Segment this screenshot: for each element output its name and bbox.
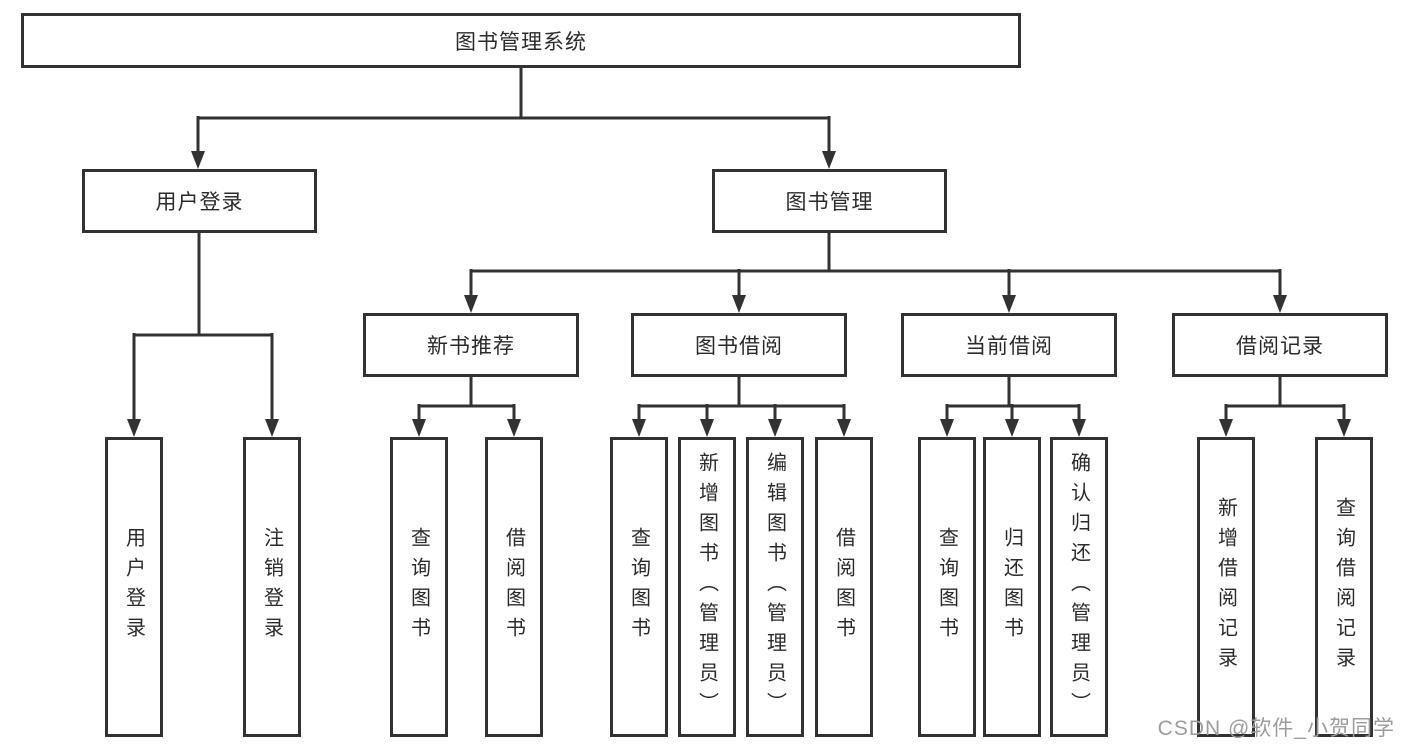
leaf-borrow-add-admin-label: 新增图书（管理员） (695, 452, 718, 722)
leaf-newbook-query-label: 查询图书 (407, 527, 430, 647)
arrowhead-icon (700, 419, 714, 437)
arrowhead-icon (837, 419, 851, 437)
node-book-borrowing-label: 图书借阅 (695, 335, 783, 358)
connector-root-to-level1 (196, 66, 831, 152)
arrowhead-icon (265, 419, 279, 437)
arrowhead-icon (632, 419, 646, 437)
arrowhead-icon (412, 419, 426, 437)
leaf-current-confirm-admin: 确认归还（管理员） (1050, 437, 1108, 737)
node-root: 图书管理系统 (21, 13, 1021, 68)
leaf-borrow-add-admin: 新增图书（管理员） (678, 437, 736, 737)
leaf-current-return-label: 归还图书 (1000, 527, 1023, 647)
connector-userlogin-to-leaves (132, 231, 274, 420)
watermark: CSDN @软件_小贺同学 (1157, 717, 1395, 740)
leaf-current-return: 归还图书 (983, 437, 1041, 737)
leaf-logout: 注销登录 (243, 437, 301, 737)
node-borrowing-records-label: 借阅记录 (1236, 335, 1324, 358)
leaf-newbook-borrow-label: 借阅图书 (502, 527, 525, 647)
node-user-login-label: 用户登录 (155, 191, 244, 214)
connector-bookmgmt-to-level2 (469, 231, 1282, 296)
node-current-borrowing-label: 当前借阅 (965, 335, 1053, 358)
leaf-user-login-label: 用户登录 (122, 527, 145, 647)
leaf-records-query: 查询借阅记录 (1315, 437, 1373, 737)
arrowhead-icon (768, 419, 782, 437)
arrowhead-icon (1273, 295, 1287, 313)
leaf-current-confirm-admin-label: 确认归还（管理员） (1067, 452, 1090, 722)
arrowhead-icon (732, 295, 746, 313)
connector-borrowing-to-leaves (637, 375, 846, 420)
arrowhead-icon (1002, 295, 1016, 313)
arrowhead-icon (1072, 419, 1086, 437)
node-new-book-recommend: 新书推荐 (363, 313, 579, 377)
arrowhead-icon (127, 419, 141, 437)
arrowhead-icon (1005, 419, 1019, 437)
leaf-records-add-label: 新增借阅记录 (1214, 497, 1237, 677)
arrowhead-icon (940, 419, 954, 437)
node-root-label: 图书管理系统 (455, 30, 587, 54)
leaf-borrow-borrow: 借阅图书 (815, 437, 873, 737)
connector-newbook-to-leaves (417, 375, 516, 420)
leaf-current-query: 查询图书 (918, 437, 976, 737)
node-book-management-label: 图书管理 (785, 191, 874, 214)
arrowhead-icon (464, 295, 478, 313)
arrowhead-icon (191, 151, 205, 169)
node-book-management: 图书管理 (712, 169, 947, 233)
leaf-newbook-borrow: 借阅图书 (485, 437, 543, 737)
arrowhead-icon (822, 151, 836, 169)
arrowhead-icon (507, 419, 521, 437)
node-current-borrowing: 当前借阅 (901, 313, 1117, 377)
leaf-records-query-label: 查询借阅记录 (1332, 497, 1355, 677)
leaf-user-login: 用户登录 (105, 437, 163, 737)
arrowhead-icon (1219, 419, 1233, 437)
node-borrowing-records: 借阅记录 (1172, 313, 1388, 377)
leaf-newbook-query: 查询图书 (390, 437, 448, 737)
connector-records-to-leaves (1224, 375, 1346, 420)
leaf-records-add: 新增借阅记录 (1197, 437, 1255, 737)
node-user-login: 用户登录 (82, 169, 317, 233)
leaf-borrow-query: 查询图书 (610, 437, 668, 737)
leaf-borrow-query-label: 查询图书 (627, 527, 650, 647)
node-book-borrowing: 图书借阅 (631, 313, 847, 377)
node-new-book-recommend-label: 新书推荐 (427, 335, 515, 358)
leaf-borrow-edit-admin-label: 编辑图书（管理员） (763, 452, 786, 722)
leaf-borrow-edit-admin: 编辑图书（管理员） (746, 437, 804, 737)
arrowhead-icon (1337, 419, 1351, 437)
leaf-current-query-label: 查询图书 (935, 527, 958, 647)
connector-current-to-leaves (945, 375, 1081, 420)
leaf-borrow-borrow-label: 借阅图书 (832, 527, 855, 647)
leaf-logout-label: 注销登录 (260, 527, 283, 647)
